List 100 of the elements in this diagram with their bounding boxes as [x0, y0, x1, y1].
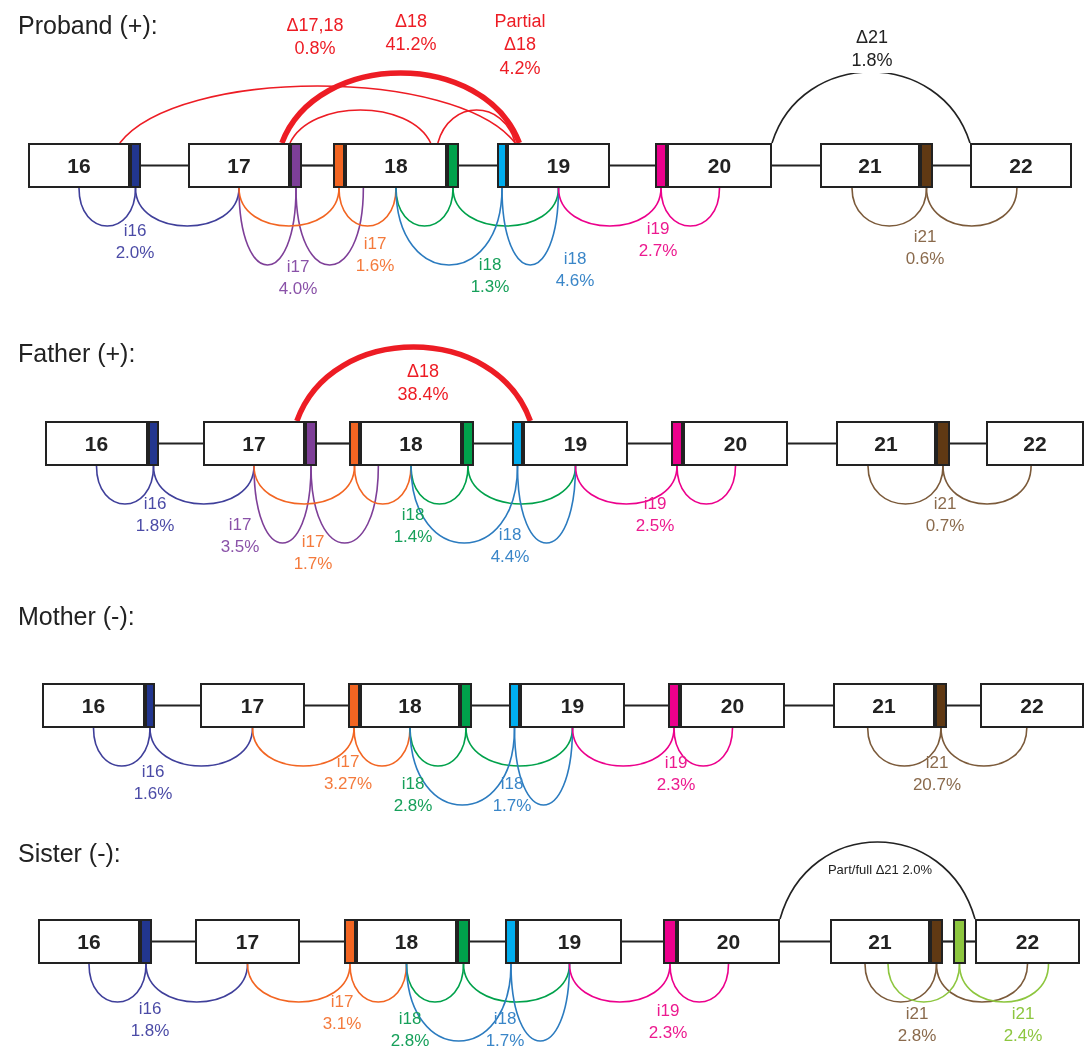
- exon-box: 22: [975, 919, 1080, 964]
- intron-line: [625, 704, 668, 707]
- splice-arc: [669, 963, 730, 1003]
- splice-site-bar: [140, 919, 152, 964]
- intron-line: [785, 704, 833, 707]
- intron-line: [628, 442, 671, 445]
- exon-box: 16: [42, 683, 145, 728]
- splice-arc: [353, 727, 411, 767]
- splice-site-bar: [145, 683, 155, 728]
- splice-arc: [571, 727, 675, 767]
- splice-site-bar: [671, 421, 683, 466]
- splice-site-bar: [512, 421, 523, 466]
- splice-arc: [925, 187, 1018, 227]
- splice-arc: [462, 963, 571, 1003]
- panel-title: Father (+):: [18, 338, 136, 369]
- splice-arc: [513, 727, 574, 806]
- intron-line: [302, 164, 333, 167]
- exon-box: 21: [830, 919, 930, 964]
- intron-line: [966, 940, 975, 943]
- splice-arc: [145, 963, 249, 1003]
- splice-site-bar: [663, 919, 677, 964]
- exon-box: 19: [520, 683, 625, 728]
- exon-box: 17: [203, 421, 305, 466]
- splice-arc: [779, 841, 976, 920]
- splice-arc: [501, 187, 560, 266]
- splice-site-bar: [497, 143, 507, 188]
- intron-line: [622, 940, 663, 943]
- retention-label: i18 1.7%: [484, 1008, 526, 1052]
- retention-label: i19 2.5%: [634, 493, 676, 537]
- splice-site-bar: [935, 683, 947, 728]
- retention-label: i19 2.7%: [637, 218, 679, 262]
- splice-arc: [405, 963, 512, 1042]
- exon-box: 19: [523, 421, 628, 466]
- exon-box: 21: [833, 683, 935, 728]
- exon-box: 17: [195, 919, 300, 964]
- intron-line: [474, 442, 512, 445]
- intron-line: [155, 704, 200, 707]
- intron-line: [159, 442, 203, 445]
- splice-arc: [119, 85, 517, 144]
- retention-label: i18 1.7%: [491, 773, 533, 817]
- intron-line: [317, 442, 349, 445]
- exon-box: 22: [980, 683, 1084, 728]
- retention-label: i18 2.8%: [389, 1008, 431, 1052]
- splice-arc: [251, 727, 355, 767]
- exon-box: 22: [986, 421, 1084, 466]
- splice-arc: [942, 465, 1032, 505]
- splice-site-bar: [668, 683, 680, 728]
- retention-label: i16 1.6%: [132, 761, 174, 805]
- splice-site-bar: [305, 421, 317, 466]
- exon-box: 16: [28, 143, 130, 188]
- intron-line: [950, 442, 986, 445]
- splice-arc: [95, 465, 155, 505]
- exon-box: 16: [38, 919, 140, 964]
- retention-label: i17 1.6%: [354, 233, 396, 277]
- retention-label: i18 2.8%: [392, 773, 434, 817]
- splice-arc: [467, 465, 577, 505]
- splice-arc: [279, 70, 522, 145]
- retention-label: i21 0.7%: [924, 493, 966, 537]
- splice-site-bar: [447, 143, 459, 188]
- splice-arc: [935, 963, 1029, 1003]
- retention-label: i16 1.8%: [134, 493, 176, 537]
- splice-arc: [851, 187, 928, 227]
- exon-box: 20: [677, 919, 780, 964]
- intron-line: [300, 940, 344, 943]
- intron-line: [472, 704, 509, 707]
- splice-arc: [253, 465, 356, 505]
- exon-box: 18: [360, 683, 460, 728]
- retention-label: i19 2.3%: [647, 1000, 689, 1044]
- splice-arc: [673, 727, 734, 767]
- exon-box: 21: [836, 421, 936, 466]
- exon-box: 17: [188, 143, 290, 188]
- splice-arc: [940, 727, 1028, 767]
- splice-arc: [134, 187, 240, 227]
- retention-label: i16 2.0%: [114, 220, 156, 264]
- splice-arc: [866, 727, 942, 767]
- retention-label: i17 1.7%: [292, 531, 334, 575]
- retention-label: i18 4.6%: [554, 248, 596, 292]
- exon-box: 18: [356, 919, 457, 964]
- splice-arc: [516, 465, 577, 544]
- intron-line: [943, 940, 953, 943]
- intron-line: [780, 940, 830, 943]
- splice-site-bar: [509, 683, 520, 728]
- splice-arc: [771, 71, 971, 144]
- splice-site-bar: [290, 143, 302, 188]
- intron-line: [305, 704, 348, 707]
- splice-arc: [887, 963, 961, 1003]
- intron-line: [152, 940, 195, 943]
- splice-arc: [92, 727, 151, 767]
- splice-arc: [510, 963, 571, 1042]
- intron-line: [788, 442, 836, 445]
- splice-site-bar: [460, 683, 472, 728]
- splice-site-bar: [148, 421, 159, 466]
- panel-title: Mother (-):: [18, 601, 135, 632]
- retention-label: i17 3.5%: [219, 514, 261, 558]
- retention-label: i17 3.1%: [321, 991, 363, 1035]
- splice-site-bar: [462, 421, 474, 466]
- exon-box: 19: [507, 143, 610, 188]
- splice-arc: [660, 187, 721, 227]
- splice-site-bar: [349, 421, 360, 466]
- splice-site-bar: [953, 919, 966, 964]
